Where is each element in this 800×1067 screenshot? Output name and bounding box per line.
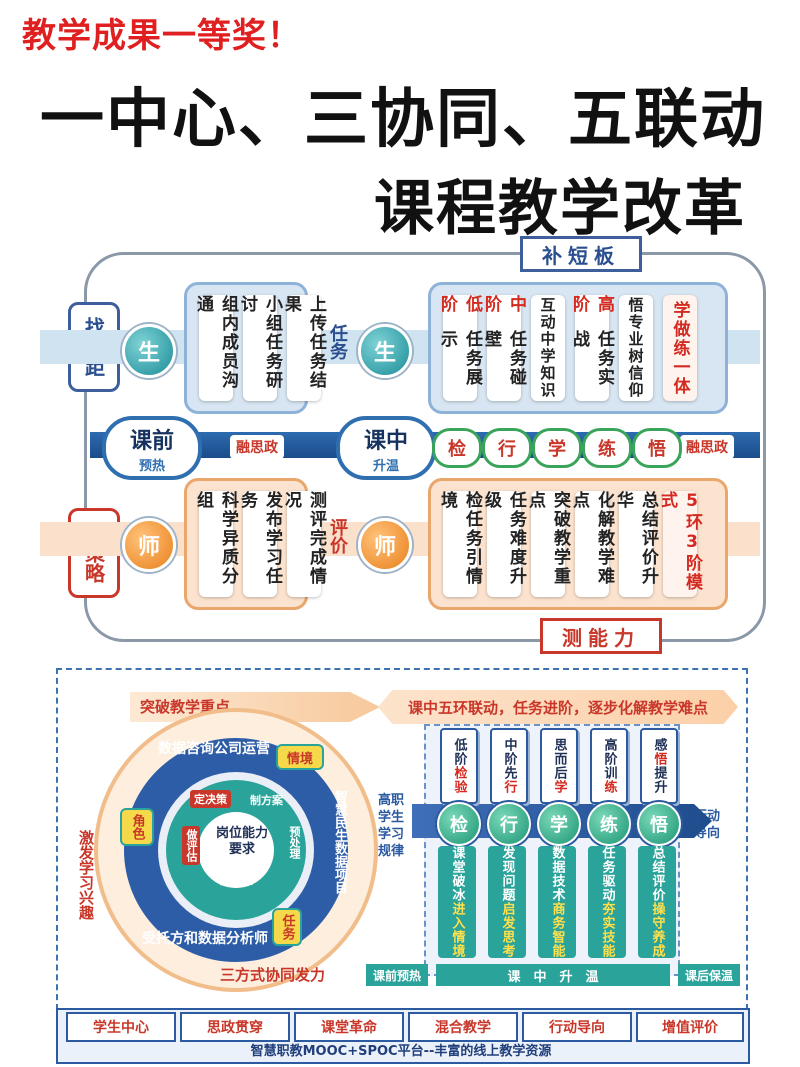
pre-student-col: 上传任务结果 [281,295,326,401]
footer-text: 智慧职教MOOC+SPOC平台--丰富的线上教学资源 [250,1044,552,1059]
sheng-bubble-2: 生 [358,324,412,378]
outer-loop [84,252,766,642]
top-col: 低阶检验 [440,728,478,804]
footer-button: 学生中心 [66,1012,176,1042]
seg-3: 预处理 [288,826,301,859]
step-circle: 行 [487,802,531,846]
mid-teacher-panel: 检任务引情境 任务难度升级 突破教学重点 化解教学难点 总结评价升华 5环3阶模… [428,478,728,610]
step-pill: 行 [482,428,532,468]
mid-teacher-col: 检任务引情境 [437,491,482,597]
seg-1: 定决策 [190,790,231,808]
pre-teacher-col: 科学异质分组 [193,491,238,597]
ring-outer-bottom-text: 三方式协同发力 [220,966,326,984]
mid-teacher-summary: 5环3阶模式 [657,491,702,597]
label-mid: 课 中 升 温 [436,964,670,986]
mid-student-col: 低阶任务展示 [437,295,482,401]
mid-teacher-col: 总结评价升华 [613,491,658,597]
mid-teacher-col: 化解教学难点 [569,491,614,597]
bottom-col: 课堂破冰进入情境 [438,846,476,958]
pre-teacher-panel: 科学异质分组 发布学习任务 测评完成情况 [184,478,326,610]
ring-diagram [94,708,378,992]
seg-5: 做评估 [182,826,200,865]
label-pre: 课前预热 [366,964,428,986]
top-col: 中阶先行 [490,728,528,804]
top-diagram: 补短板 测能力 找差距 调策略 生 生 师 师 任务 评价 组内成员沟通 小组任… [40,232,766,654]
ce-nengli-tag: 测能力 [540,618,662,654]
mid-student-panel: 低阶任务展示 中阶任务碰壁 互动中学知识 高阶任务实战 悟专业树信仰 学做练一体 [428,282,728,414]
blue-ring-left-text: 受托方和数据分析师 [142,931,268,947]
pre-student-panel: 组内成员沟通 小组任务研讨 上传任务结果 [184,282,326,414]
node-pre: 课前预热 [102,416,202,480]
rong-sizheng-2: 融思政 [680,435,734,459]
mid-student-summary: 学做练一体 [663,295,697,401]
mid-student-col: 高阶任务实战 [569,295,614,401]
mid-student-col: 悟专业树信仰 [619,295,653,401]
blue-ring-right-text: 智慧民生数据项目 [332,790,347,894]
center-circle [198,812,274,888]
sheng-bubble-1: 生 [122,324,176,378]
badge-task: 任务 [272,908,302,946]
mid-teacher-col: 突破教学重点 [525,491,570,597]
seg-2: 制方案 [250,794,283,807]
side-text: 高职学生学习规律 [378,793,405,859]
badge-project: 情境 [276,744,324,770]
blue-ring-top-text: 数据咨询公司运营 [158,741,270,757]
bottom-col: 任务驱动夯实技能 [588,846,626,958]
main-title: 一中心、三协同、五联动 [40,83,766,157]
node-mid: 课中升温 [336,416,436,480]
mid-student-col: 互动中学知识 [531,295,565,401]
bottom-col: 发现问题启发思考 [488,846,526,958]
mid-teacher-col: 任务难度升级 [481,491,526,597]
step-circle: 练 [587,802,631,846]
seg-4: 建模型 [220,874,253,887]
renwu-label: 任务 [327,324,348,360]
top-col: 高阶训练 [590,728,628,804]
rong-sizheng-1: 融思政 [230,435,284,459]
footer-button: 混合教学 [408,1012,518,1042]
bu-duanban-tag: 补短板 [520,236,642,272]
shi-bubble-1: 师 [122,518,176,572]
badge-role: 角色 [120,808,154,846]
award-title: 教学成果一等奖！ [22,16,302,56]
bottom-col: 数据技术商务智能 [538,846,576,958]
center-text: 岗位能力要求 [215,826,268,857]
ring-outer-left-text: 激发学习兴趣 [77,830,95,920]
step-pill: 练 [582,428,632,468]
step-pill: 悟 [632,428,682,468]
pre-student-col: 小组任务研讨 [237,295,282,401]
shi-bubble-2: 师 [358,518,412,572]
top-col: 感悟提升 [640,728,678,804]
top-col: 思而后学 [540,728,578,804]
sub-title: 课程教学改革 [374,174,746,244]
pingjia-label: 评价 [327,518,348,554]
footer-button: 思政贯穿 [180,1012,290,1042]
footer-button: 课堂革命 [294,1012,404,1042]
step-circle: 学 [537,802,581,846]
step-circle: 检 [437,802,481,846]
step-pill: 检 [432,428,482,468]
pre-teacher-col: 发布学习任务 [237,491,282,597]
bottom-col: 总结评价操守养成 [638,846,676,958]
footer-button: 行动导向 [522,1012,632,1042]
pre-teacher-col: 测评完成情况 [281,491,326,597]
label-post: 课后保温 [678,964,740,986]
pre-student-col: 组内成员沟通 [193,295,238,401]
footer-button: 增值评价 [636,1012,744,1042]
step-pill: 学 [532,428,582,468]
step-circle: 悟 [637,802,681,846]
banner: 课中五环联动，任务进阶，逐步化解教学难点 [378,690,738,724]
mid-student-col: 中阶任务碰壁 [481,295,526,401]
